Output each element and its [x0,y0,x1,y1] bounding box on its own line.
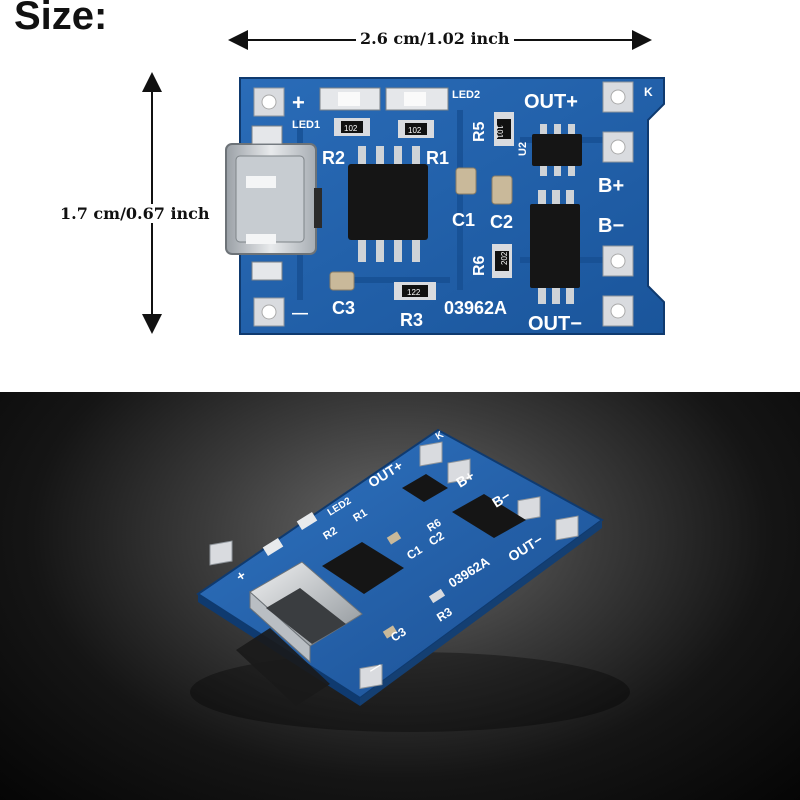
silk-led2: LED2 [452,89,480,101]
code-r3: 122 [407,288,421,297]
protection-ic [532,124,582,176]
code-r1: 102 [408,126,422,135]
silk-out-minus: OUT− [528,313,582,335]
silk-k: K [644,85,653,99]
silk-led1: LED1 [292,119,320,131]
silk-b-plus: B+ [598,175,624,197]
pcb-perspective-view: OUT+ B+ B− OUT− 03962A R3 C1 C2 C3 R1 R2… [190,428,630,732]
led-components [251,87,449,281]
size-title: Size: [14,0,108,38]
silk-c1: C1 [452,210,475,230]
pcb-top-view: + — LED1 LED2 R2 R1 R5 R6 C1 C2 C3 R3 03… [225,77,665,335]
solder-pads [253,81,634,327]
resistor-codes: 102 102 101 202 122 [344,124,509,297]
micro-usb-connector [225,143,322,255]
silk-r2: R2 [322,148,345,168]
silk-r5: R5 [471,121,488,142]
silkscreen-labels: + — LED1 LED2 R2 R1 R5 R6 C1 C2 C3 R3 03… [292,85,653,335]
silk-b-minus: B− [598,215,624,237]
silk-u2: U2 [517,142,529,156]
height-label: 1.7 cm/0.67 inch [56,204,214,223]
silk-r3: R3 [400,310,423,330]
silk-c2: C2 [490,212,513,232]
code-r5: 101 [495,125,504,139]
micro-usb-perspective [236,561,363,706]
width-label: 2.6 cm/1.02 inch [356,29,514,48]
capacitors [329,167,513,291]
silk-r1: R1 [426,148,449,168]
silk-out-plus: OUT+ [524,91,578,113]
charger-ic [348,146,428,262]
code-r6: 202 [500,251,509,265]
size-diagram-panel: Size: 2.6 cm/1.02 inch 1.7 cm/0.67 inch [0,0,800,392]
mosfet-ic [530,190,580,304]
resistors [334,112,514,300]
product-photo-panel: OUT+ B+ B− OUT− 03962A R3 C1 C2 C3 R1 R2… [0,392,800,800]
code-r2: 102 [344,124,358,133]
silk-c3: C3 [332,298,355,318]
silk-r6: R6 [471,255,488,276]
silk-minus: — [292,305,308,322]
silk-code: 03962A [444,298,507,318]
silk-plus: + [292,90,305,115]
